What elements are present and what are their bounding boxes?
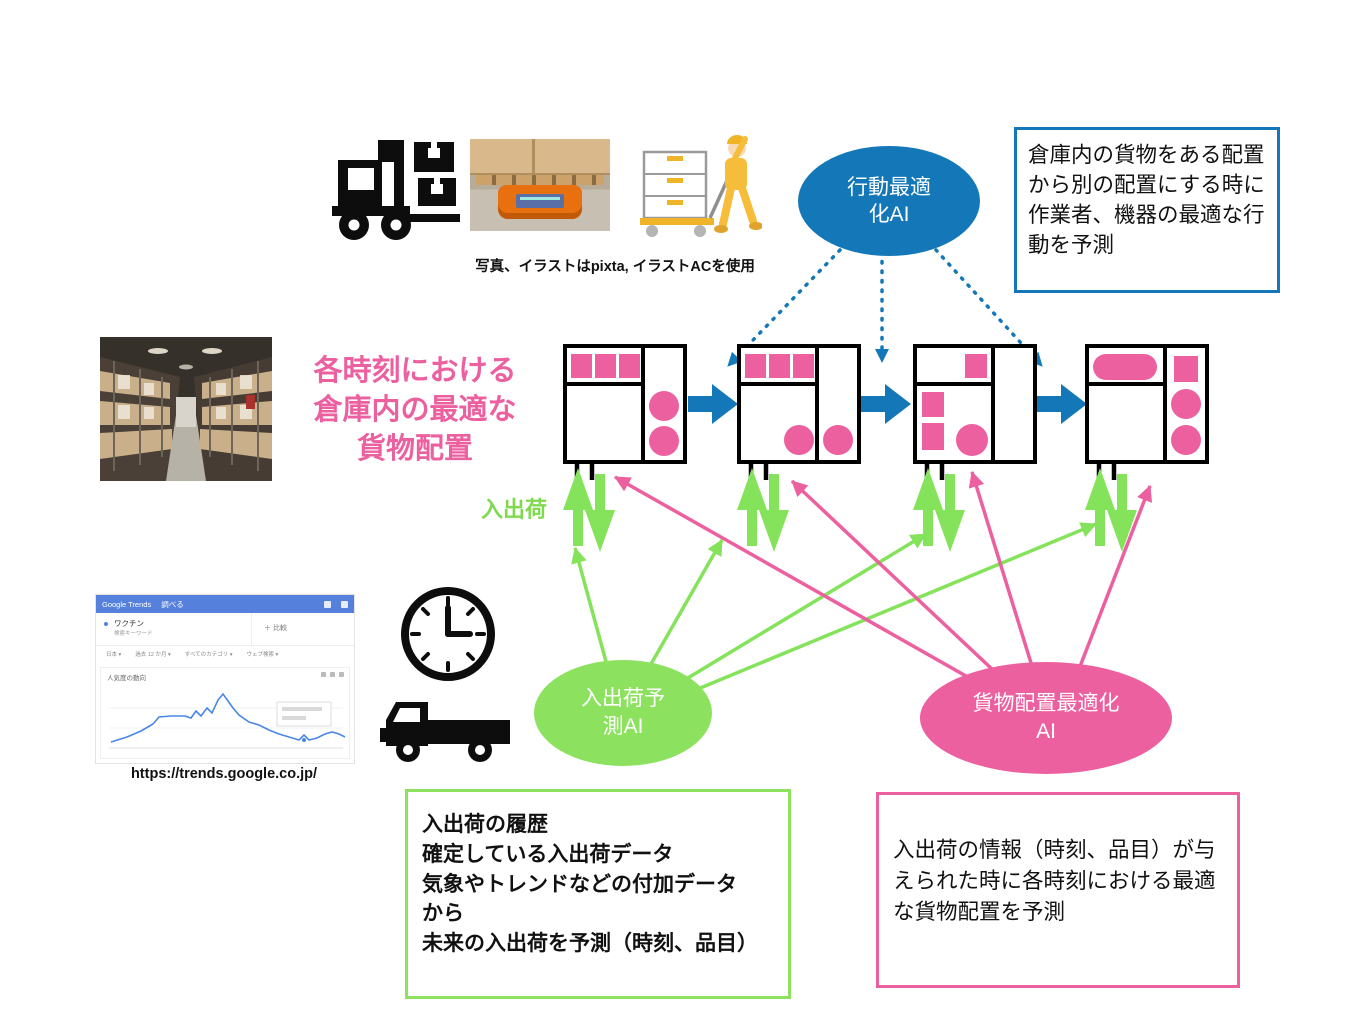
transition-arrows [688, 384, 1087, 424]
share-icon [324, 600, 331, 608]
filter-searchtype: ウェブ検索 ▾ [246, 652, 279, 658]
agv-robot-photo [470, 139, 610, 231]
state-box-3 [913, 344, 1037, 464]
trends-brand: Google Trends [102, 599, 152, 609]
agv-light [520, 197, 560, 200]
state-box-2 [737, 344, 861, 464]
action-ai-note: 倉庫内の貨物をある配置から別の配置にする時に作業者、機器の最適な行動を予測 [1014, 127, 1280, 293]
series-dot-icon [104, 622, 108, 626]
action-ai-ellipse: 行動最適 化AI [798, 146, 980, 256]
box-seam [532, 139, 535, 173]
agv-body [498, 185, 582, 219]
trends-term-chip: ワクチン 検索キーワード [96, 613, 251, 645]
filter-region: 日本 ▾ [106, 652, 122, 658]
menu-icon [341, 600, 348, 608]
inout-label: 入出荷 [481, 497, 548, 522]
trends-explore-link: 調べる [161, 599, 184, 609]
trends-chart-panel: 人気度の動向 [100, 667, 350, 759]
cardboard-boxes [470, 139, 610, 175]
trends-header-bar: Google Trends 調べる [96, 595, 354, 613]
trends-term-sub: 検索キーワード [114, 631, 153, 637]
download-icon [321, 672, 326, 677]
state-box-4 [1085, 344, 1209, 464]
trends-term: ワクチン [114, 619, 144, 628]
inout-arrow-pairs [563, 468, 1137, 552]
placement-title: 各時刻における 倉庫内の最適な 貨物配置 [313, 355, 517, 466]
placement-ai-note: 入出荷の情報（時刻、品目）が与えられた時に各時刻における最適な貨物配置を予測 [876, 792, 1240, 988]
warehouse-photo [100, 337, 272, 481]
google-trends-screenshot: Google Trends 調べる ワクチン 検索キーワード ＋ 比較 日本 ▾… [95, 594, 355, 764]
forklift-icon [332, 140, 460, 240]
clock-icon [401, 587, 495, 681]
truck-icon [380, 702, 510, 762]
forecast-ai-note: 入出荷の履歴 確定している入出荷データ 気象やトレンドなどの付加データ から 未… [405, 789, 791, 999]
trends-line-chart [109, 692, 346, 749]
credit-caption: 写真、イラストはpixta, イラストACを使用 [475, 259, 755, 275]
placement-ai-ellipse: 貨物配置最適化 AI [920, 662, 1172, 774]
cargo-items [745, 354, 853, 455]
cargo-items [1093, 354, 1201, 455]
filter-timerange: 過去 12 か月 ▾ [135, 652, 171, 658]
cargo-items [571, 354, 679, 456]
embed-icon [330, 672, 335, 677]
state-box-1 [563, 344, 687, 464]
trends-url: https://trends.google.co.jp/ [130, 766, 318, 782]
trends-filter-row: 日本 ▾ 過去 12 か月 ▾ すべてのカテゴリ ▾ ウェブ検索 ▾ [96, 645, 354, 663]
trends-compare-button: ＋ 比較 [251, 613, 354, 645]
filter-category: すべてのカテゴリ ▾ [184, 652, 233, 658]
forecast-ai-ellipse: 入出荷予 測AI [534, 660, 712, 766]
share-icon [339, 672, 344, 677]
trends-panel-icons [321, 672, 344, 677]
pallet [476, 175, 604, 185]
trends-panel-title: 人気度の動向 [107, 675, 146, 682]
trends-search-row: ワクチン 検索キーワード ＋ 比較 [96, 613, 354, 646]
cargo-items [922, 354, 988, 456]
worker-cart-illustration [640, 135, 762, 237]
